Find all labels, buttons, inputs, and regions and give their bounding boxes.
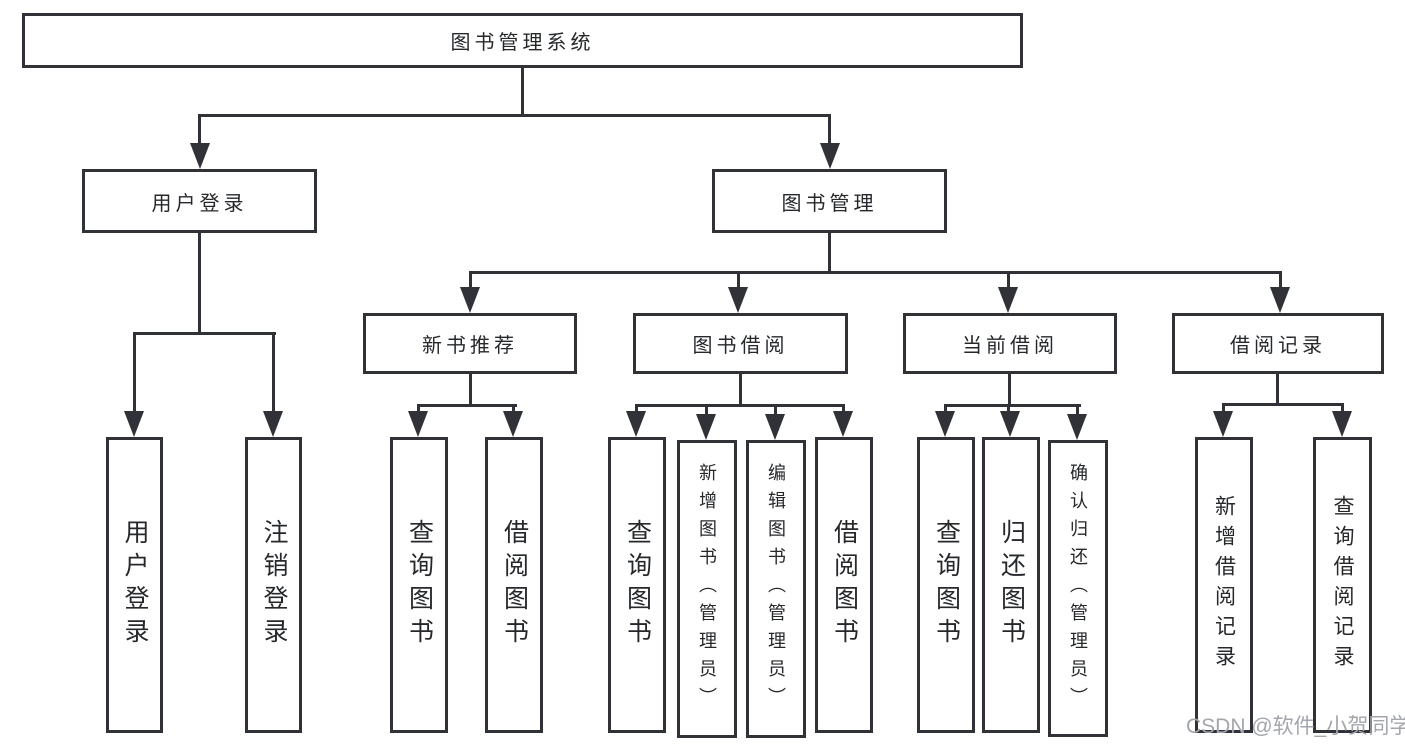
leaf-query-book-current: 查询图书 [917,437,975,733]
leaf-query-borrow-record-label: 查询借阅记录 [1331,495,1354,675]
connector-line [272,332,275,412]
connector-line [828,114,831,145]
leaf-edit-book-admin-label: 编辑图书（管理员） [766,463,786,715]
arrow-down-icon [696,414,716,440]
connector-line [469,374,472,407]
leaf-confirm-return-admin: 确认归还（管理员） [1048,440,1108,737]
connector-line [1007,404,1010,413]
arrow-down-icon [408,411,428,437]
leaf-borrow-book: 借阅图书 [815,437,873,733]
connector-line [1076,404,1079,415]
leaf-query-borrow-record: 查询借阅记录 [1313,437,1372,733]
connector-line [417,404,420,413]
node-borrow-record: 借阅记录 [1172,313,1384,374]
connector-line [774,404,777,415]
leaf-user-login-label: 用户登录 [121,519,149,651]
leaf-logout: 注销登录 [245,437,302,733]
leaf-borrow-book-recommend: 借阅图书 [485,437,543,733]
connector-line [705,404,708,415]
node-borrow-record-label: 借阅记录 [1230,335,1326,357]
node-library-system: 图书管理系统 [22,13,1023,68]
connector-line [1008,374,1011,407]
arrow-down-icon [935,411,955,437]
node-new-book-recommend-label: 新书推荐 [422,335,518,357]
connector-line [635,404,845,407]
node-current-borrow: 当前借阅 [903,313,1117,374]
arrow-down-icon [1213,411,1233,437]
arrow-down-icon [190,143,210,169]
arrow-down-icon [503,411,523,437]
arrow-down-icon [728,287,748,313]
connector-line [944,404,1081,407]
arrow-down-icon [1270,287,1290,313]
connector-line [1222,403,1344,406]
arrow-down-icon [765,414,785,440]
node-book-management-label: 图书管理 [781,192,878,215]
connector-line [635,404,638,413]
leaf-add-borrow-record: 新增借阅记录 [1195,437,1253,733]
leaf-add-book-admin-label: 新增图书（管理员） [697,463,717,715]
node-book-management: 图书管理 [712,169,947,233]
arrow-down-icon [626,411,646,437]
connector-line [828,233,831,274]
connector-line [469,271,472,289]
leaf-confirm-return-admin-label: 确认归还（管理员） [1068,462,1088,715]
arrow-down-icon [1067,414,1087,440]
node-library-system-label: 图书管理系统 [450,32,595,54]
connector-line [133,332,136,412]
arrow-down-icon [124,411,144,437]
leaf-borrow-book-label: 借阅图书 [830,519,859,651]
node-book-borrow-label: 图书借阅 [692,335,789,357]
connector-line [1341,403,1344,412]
arrow-down-icon [460,287,480,313]
connector-line [417,404,517,407]
node-new-book-recommend: 新书推荐 [363,313,577,374]
connector-line [198,114,831,117]
connector-line [842,404,845,413]
arrow-down-icon [833,411,853,437]
leaf-query-book-borrow-label: 查询图书 [623,519,652,651]
leaf-add-book-admin: 新增图书（管理员） [677,440,737,738]
connector-line [198,233,201,334]
leaf-query-book-recommend-label: 查询图书 [405,519,434,651]
leaf-query-book-current-label: 查询图书 [932,519,961,651]
arrow-down-icon [1332,411,1352,437]
arrow-down-icon [1000,411,1020,437]
leaf-return-book-label: 归还图书 [997,519,1026,651]
connector-line [198,114,201,145]
connector-line [739,374,742,407]
connector-line [469,271,1282,274]
leaf-user-login: 用户登录 [106,437,163,733]
leaf-query-book-borrow: 查询图书 [608,437,666,733]
connector-line [521,68,524,116]
connector-line [1276,374,1279,405]
arrow-down-icon [820,143,840,169]
connector-line [133,332,276,335]
connector-line [1279,271,1282,289]
arrow-down-icon [998,287,1018,313]
csdn-watermark: CSDN @软件_小贺同学 [1186,715,1405,738]
node-user-login-label: 用户登录 [151,192,248,215]
connector-line [1222,403,1225,412]
node-book-borrow: 图书借阅 [633,313,848,374]
node-current-borrow-label: 当前借阅 [962,335,1058,357]
connector-line [737,271,740,289]
connector-line [1007,271,1010,289]
leaf-query-book-recommend: 查询图书 [390,437,448,733]
arrow-down-icon [263,411,283,437]
leaf-add-borrow-record-label: 新增借阅记录 [1212,495,1236,675]
leaf-borrow-book-recommend-label: 借阅图书 [500,519,529,651]
node-user-login: 用户登录 [82,169,317,233]
leaf-logout-label: 注销登录 [260,519,288,651]
connector-line [512,404,515,413]
leaf-edit-book-admin: 编辑图书（管理员） [746,440,806,738]
connector-line [944,404,947,413]
leaf-return-book: 归还图书 [982,437,1040,733]
